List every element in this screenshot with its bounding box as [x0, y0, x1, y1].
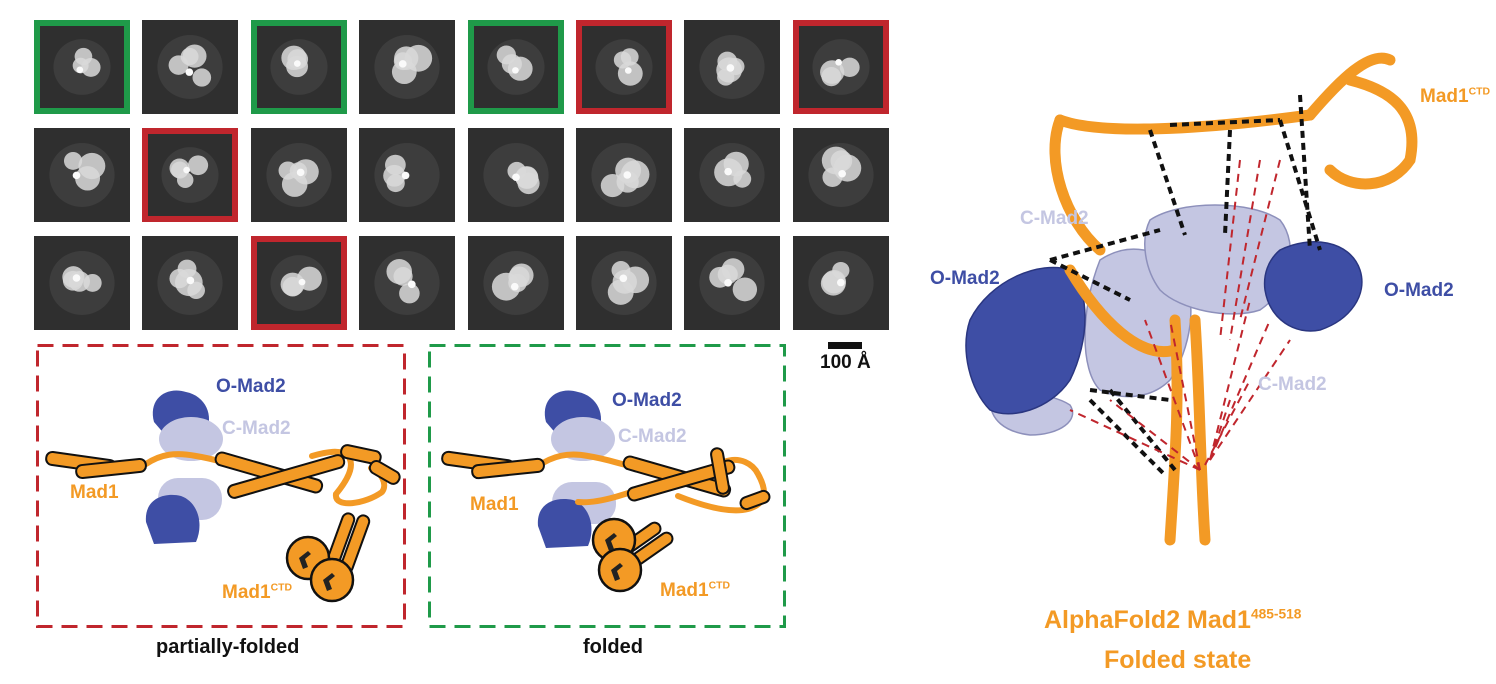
mad1ctd-label: Mad1CTD [660, 580, 731, 601]
omad2-right-label: O-Mad2 [1384, 280, 1454, 301]
cmad2-cartoon [989, 204, 1292, 436]
class-average-tile [684, 20, 781, 114]
class-average-tile [34, 20, 130, 114]
cmad2-top-shape [551, 417, 615, 461]
omad2-label: O-Mad2 [612, 390, 682, 411]
mad1ctd-label: Mad1CTD [222, 582, 293, 603]
scale-bar-label: 100 Å [820, 352, 871, 373]
mad1-label: Mad1 [70, 482, 119, 503]
structure-title-line2: Folded state [1104, 646, 1252, 674]
class-average-tile [250, 20, 347, 114]
structure-render [965, 52, 1418, 546]
alphafold-structure: Mad1CTD C-Mad2 O-Mad2 O-Mad2 C-Mad2 [930, 20, 1490, 610]
class-average-tile [684, 236, 781, 330]
mad1ctd-label: Mad1CTD [1420, 86, 1491, 107]
caption-folded: folded [583, 636, 643, 658]
class-average-tile [250, 128, 347, 222]
class-average-tile [792, 236, 889, 330]
class-average-tile [34, 128, 130, 222]
crosslinks-red [1069, 159, 1291, 471]
schematic-partially-folded: O-Mad2 C-Mad2 Mad1 Mad1CTD [36, 344, 406, 628]
class-average-tile [792, 128, 889, 222]
class-average-tile [359, 20, 456, 114]
omad2-bottom-shape [537, 499, 592, 548]
scale-bar [828, 342, 862, 349]
omad2-label: O-Mad2 [216, 376, 286, 397]
structure-title-line1: AlphaFold2 Mad1485-518 [1044, 606, 1302, 634]
class-average-tile [250, 236, 347, 330]
class-average-tile [576, 128, 672, 222]
class-average-tile [359, 236, 456, 330]
cmad2-label: C-Mad2 [222, 418, 291, 439]
class-average-tile [792, 20, 889, 114]
class-average-tile [576, 236, 672, 330]
class-average-tile [467, 236, 564, 330]
schematic-folded: O-Mad2 C-Mad2 Mad1 Mad1CTD [428, 344, 786, 628]
class-average-tile [34, 236, 130, 330]
partially-folded-diagram [36, 344, 406, 628]
cmad2-top-shape [159, 417, 223, 461]
cmad2-left-label: C-Mad2 [1020, 208, 1089, 229]
class-average-tile [142, 236, 239, 330]
omad2-bottom-shape [145, 494, 200, 544]
cmad2-label: C-Mad2 [618, 426, 687, 447]
folded-diagram [428, 344, 786, 628]
omad2-left-label: O-Mad2 [930, 268, 1000, 289]
class-average-tile [359, 128, 456, 222]
omad2-cartoon [965, 241, 1363, 415]
class-average-tile [576, 20, 672, 114]
class-average-tile [142, 20, 239, 114]
class-average-tile [467, 128, 564, 222]
class-average-tile [467, 20, 564, 114]
class-average-tile [142, 128, 239, 222]
class-average-tile [684, 128, 781, 222]
caption-partially-folded: partially-folded [156, 636, 300, 658]
cmad2-right-label: C-Mad2 [1258, 374, 1327, 395]
mad1-label: Mad1 [470, 494, 519, 515]
crosslinks-black [1049, 94, 1322, 477]
